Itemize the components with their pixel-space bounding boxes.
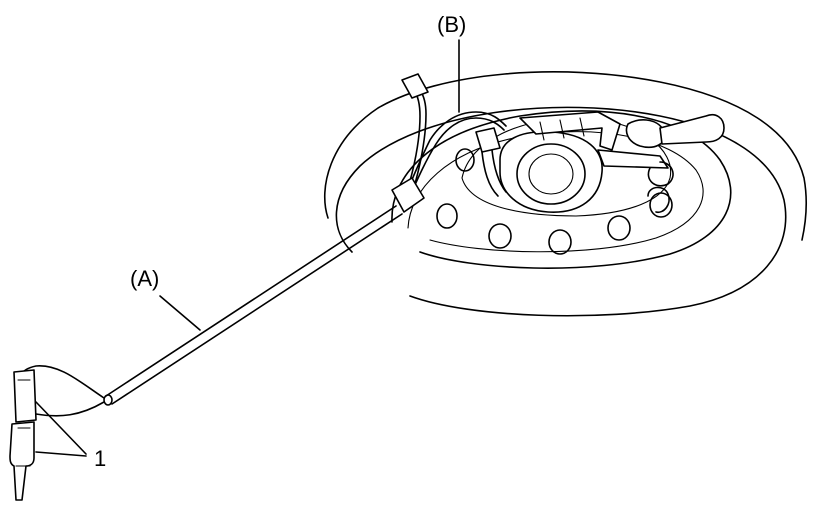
- tire-outer-outline: [324, 71, 807, 241]
- harness-wire: [403, 111, 507, 199]
- hook: [647, 186, 670, 214]
- label-1: 1: [94, 446, 106, 471]
- cable-a-edge: [111, 213, 403, 405]
- leader-a: [159, 295, 201, 331]
- strap: [625, 119, 666, 148]
- lug-hole: [649, 192, 673, 218]
- probe-upper: [13, 369, 37, 423]
- probe-lower: [9, 421, 35, 501]
- lug-hole: [488, 223, 512, 249]
- sensor-unit: [499, 111, 725, 214]
- sensor-housing: [499, 130, 603, 213]
- harness-wire: [411, 89, 427, 195]
- lug-hole: [548, 229, 572, 255]
- mount-arm: [597, 149, 669, 169]
- leader-1: [35, 401, 87, 455]
- sensor-face-inner: [528, 153, 574, 195]
- probes: [9, 365, 105, 501]
- sensor-face: [516, 143, 586, 205]
- connector-b-plug: [475, 127, 501, 153]
- bracket-detail: [539, 117, 585, 141]
- leader-1: [35, 451, 87, 457]
- lug-hole: [436, 203, 458, 229]
- cable-a-end: [103, 394, 113, 406]
- connector-plug: [401, 73, 429, 99]
- cable-a: [103, 205, 403, 406]
- probe-lead: [35, 401, 105, 417]
- connector-b-lead: [481, 151, 499, 197]
- mount-ring: [647, 161, 674, 187]
- connector-b-lead: [491, 149, 507, 193]
- wheel: [324, 71, 807, 317]
- probe-detail: [15, 379, 31, 467]
- cable-a-edge: [105, 205, 397, 397]
- lug-hole: [607, 215, 631, 241]
- tire-inner-outline: [335, 106, 787, 317]
- rim-outline: [391, 110, 732, 269]
- lug-hole: [455, 148, 475, 172]
- wire-harness: [391, 39, 507, 213]
- hub-outline: [461, 117, 672, 217]
- strap-tail: [659, 113, 725, 145]
- sensor-bracket: [519, 111, 621, 151]
- harness-wire: [409, 117, 505, 197]
- label-a: (A): [130, 266, 159, 291]
- rim-inner-outline: [407, 131, 704, 253]
- junction-block: [391, 177, 425, 213]
- label-b: (B): [437, 12, 466, 37]
